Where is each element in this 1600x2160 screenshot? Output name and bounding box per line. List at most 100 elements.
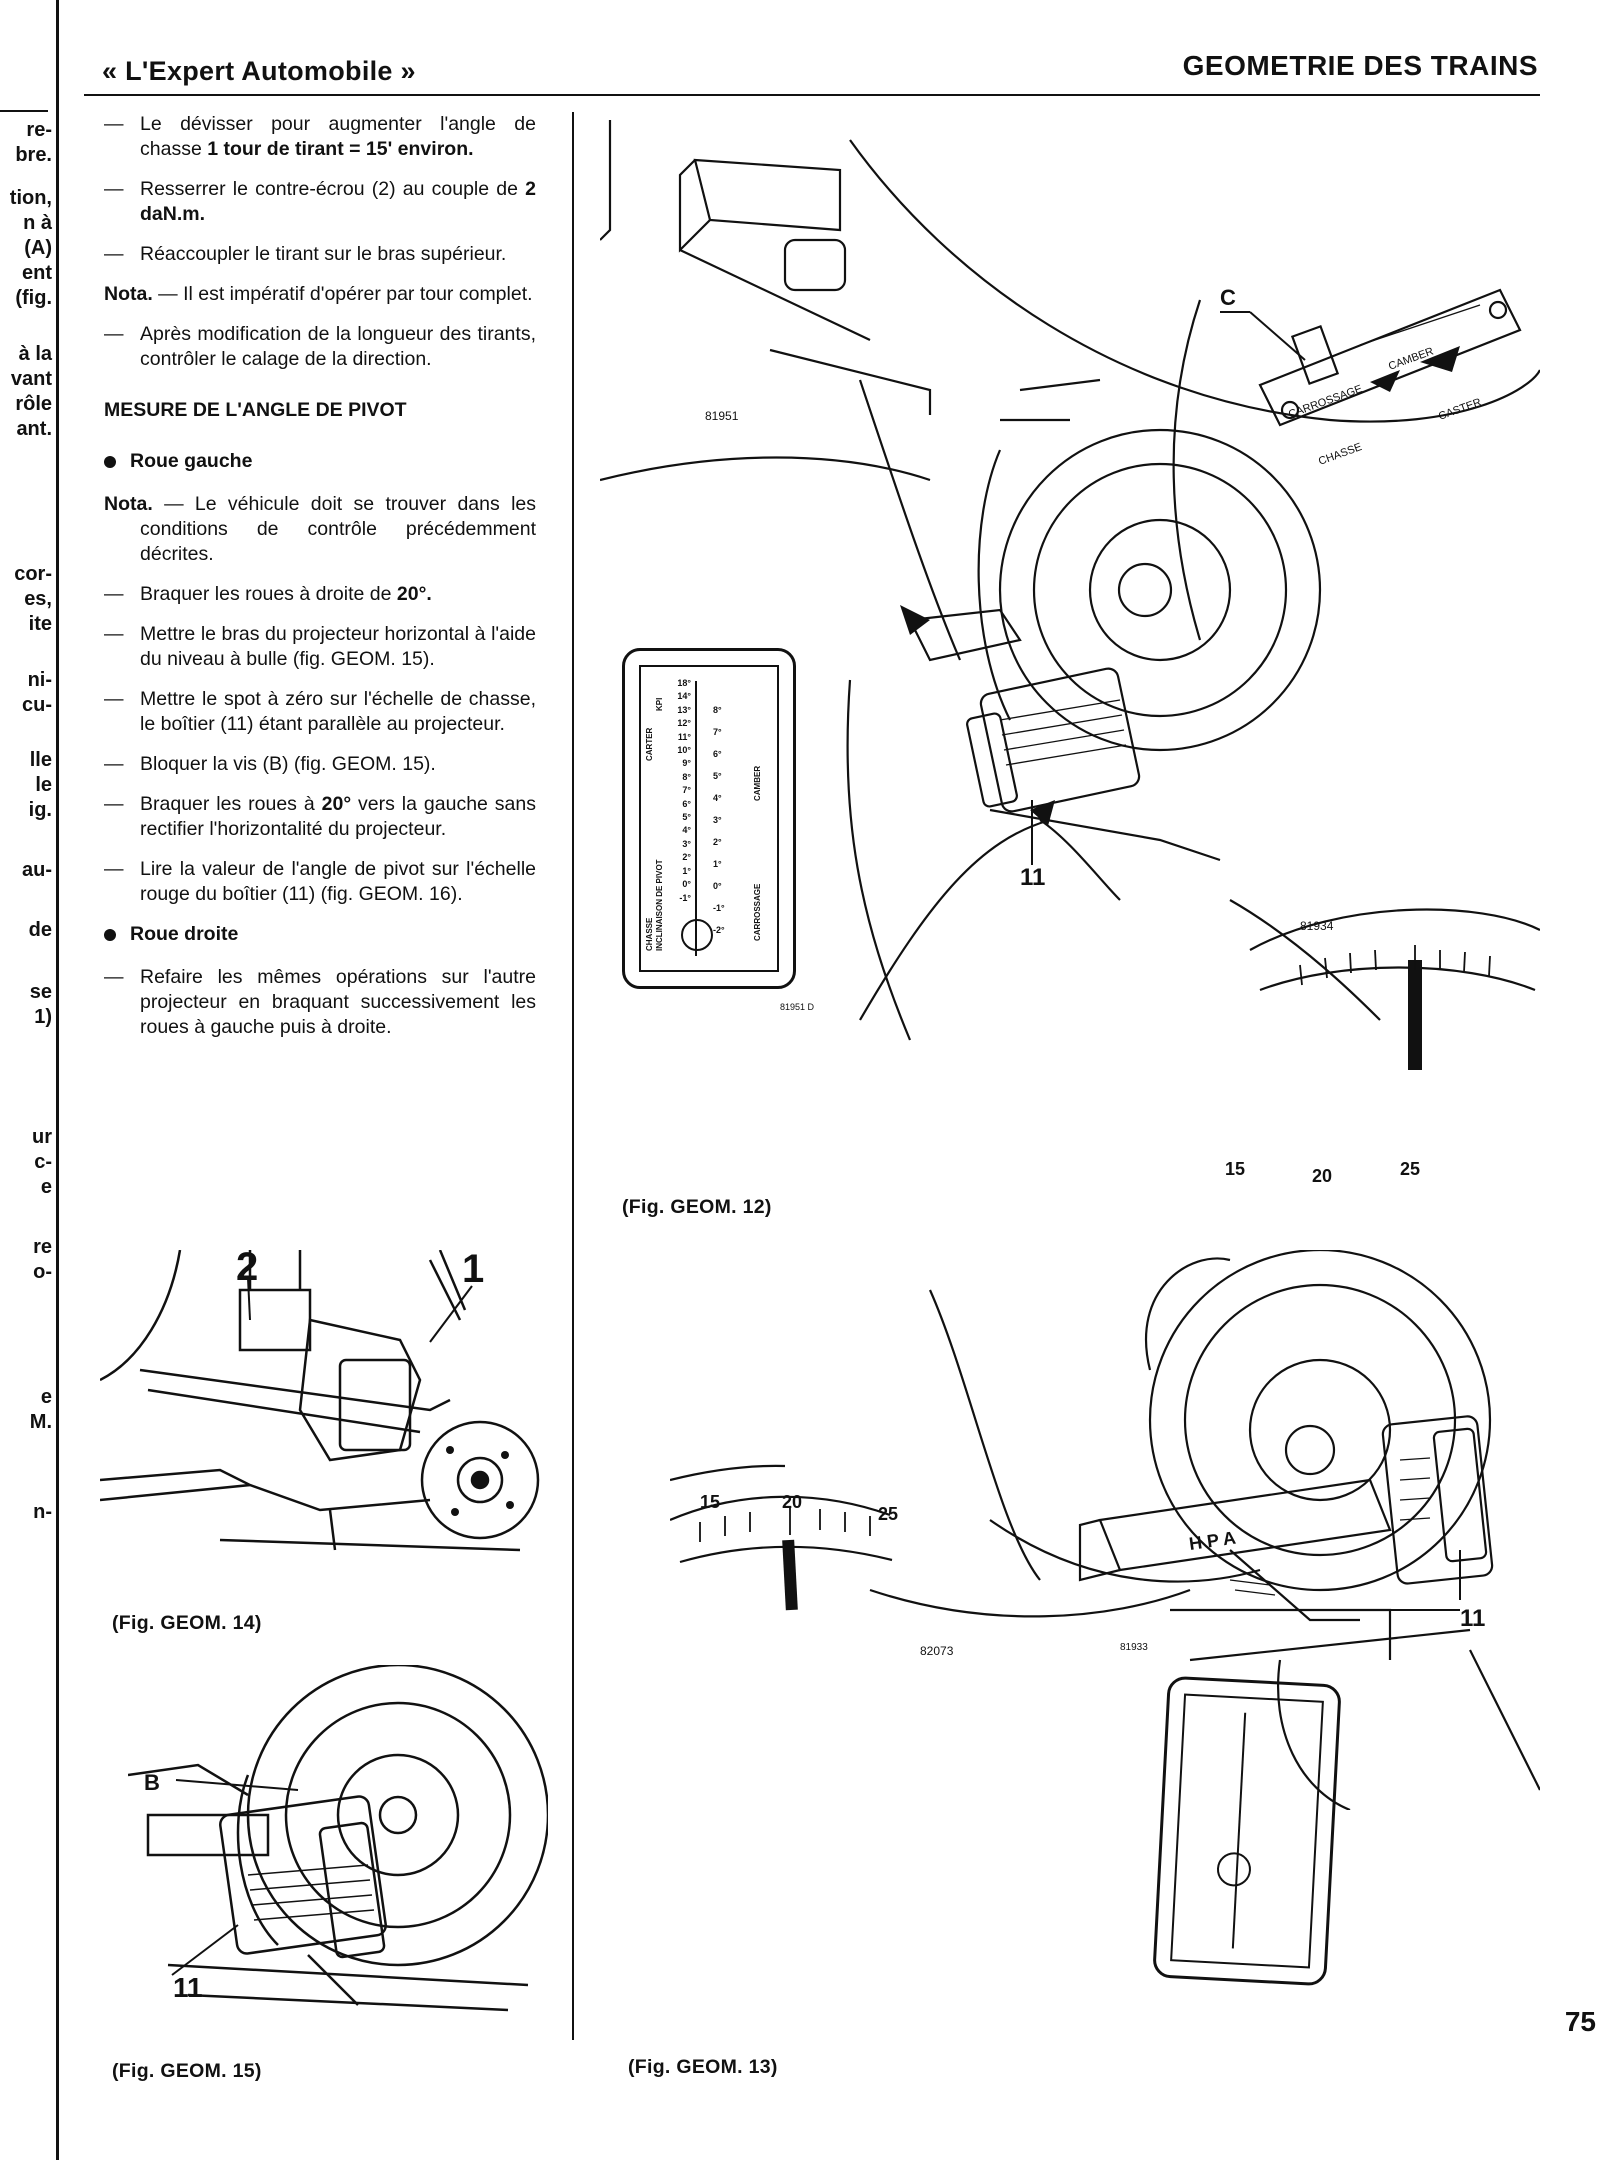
box-word: CARTER <box>645 727 654 761</box>
instruction-text: Mettre le spot à zéro sur l'échelle de c… <box>140 688 536 735</box>
scale-value: 14° <box>677 691 691 702</box>
figure-code: 81934 <box>1300 919 1334 933</box>
instruction-emphasis: 20°. <box>396 583 432 605</box>
fragment: o- <box>33 1261 52 1283</box>
dash: — <box>104 178 124 200</box>
scale-value: 13° <box>677 704 691 715</box>
instruction-text: Resserrer le contre-écrou (2) au couple … <box>140 178 526 200</box>
instruction-item: — Après modification de la longueur des … <box>104 322 536 372</box>
figure-12-drawing: C 11 81951 81934 81951 D CARROSSAGE CAMB… <box>600 120 1540 1186</box>
instruction-text: Réaccoupler le tirant sur le bras supéri… <box>140 243 507 265</box>
instruction-item: — Réaccoupler le tirant sur le bras supé… <box>104 242 536 267</box>
box-word: CHASSE <box>645 917 654 951</box>
fragment: ent <box>22 262 52 284</box>
scale-value: 0° <box>682 879 691 890</box>
dash: — <box>104 623 124 645</box>
label-11: 11 <box>1020 864 1045 891</box>
bullet-icon <box>104 928 116 941</box>
dash: — <box>104 323 124 345</box>
dash: — <box>104 858 124 880</box>
instruction-text: Bloquer la vis (B) (fig. GEOM. 15). <box>140 753 436 775</box>
scale-value: 9° <box>682 758 691 769</box>
instruction-item: — Braquer les roues à droite de 20°. <box>104 582 536 607</box>
fragment: n à <box>23 212 52 234</box>
fragment: ant. <box>16 418 52 440</box>
fragment: es, <box>24 588 52 610</box>
dash: — <box>104 243 124 265</box>
fragment: (fig. <box>15 287 52 309</box>
plate-word: CHASSE <box>1317 441 1364 468</box>
fragment: c- <box>34 1151 52 1173</box>
header-rule <box>84 94 1540 96</box>
instruction-text: Braquer les roues à droite de <box>140 583 397 605</box>
figure-12-caption: (Fig. GEOM. 12) <box>622 1196 772 1218</box>
page-number: 75 <box>1564 2006 1596 2037</box>
scale-tick: 20 <box>782 1492 802 1512</box>
nota-paragraph: Nota. — Le véhicule doit se trouver dans… <box>104 492 536 567</box>
scale-value: -2° <box>713 925 725 935</box>
instruction-text: Braquer les roues à <box>140 793 322 815</box>
scale-tick: 25 <box>1400 1159 1420 1179</box>
figure-13-caption: (Fig. GEOM. 13) <box>628 2056 778 2078</box>
level-box-13 <box>1152 1675 1342 1987</box>
scale-value: 10° <box>677 745 691 756</box>
scale-value: 4° <box>713 793 722 803</box>
scale-value: 8° <box>713 705 722 715</box>
fragment: lle <box>29 749 52 771</box>
plate-word: CAMBER <box>1387 345 1435 372</box>
scale-value: 6° <box>682 798 691 809</box>
instruction-text: Lire la valeur de l'angle de pivot sur l… <box>140 858 536 905</box>
fragment: cu- <box>22 694 52 716</box>
label-c: C <box>1220 285 1236 310</box>
scale-value: 5° <box>682 812 691 823</box>
scale-value: 1° <box>682 865 691 876</box>
scale-value: 1° <box>713 859 722 869</box>
label-b: B <box>144 1770 160 1795</box>
instruction-item: — Le dévisser pour augmenter l'angle de … <box>104 112 536 162</box>
label-1: 1 <box>462 1250 484 1291</box>
fragment: re- <box>26 119 52 141</box>
instruction-item: — Braquer les roues à 20° vers la gauche… <box>104 792 536 842</box>
plate-word: CASTER <box>1437 396 1483 423</box>
instruction-emphasis: 20° <box>321 793 352 815</box>
nota-label: Nota. <box>104 493 153 515</box>
fragment: M. <box>29 1411 52 1433</box>
fragment: ur <box>32 1126 52 1148</box>
scale-value: 5° <box>713 771 722 781</box>
fragment: re <box>33 1236 52 1258</box>
left-scale: 18° 14° 13° 12° 11° 10° 9° 8° 7° 6° 5° 4… <box>665 677 691 905</box>
instruction-item: — Resserrer le contre-écrou (2) au coupl… <box>104 177 536 227</box>
dash: — <box>104 966 124 988</box>
nota-label: Nota. <box>104 283 153 305</box>
label-2: 2 <box>236 1250 258 1289</box>
bubble-level-icon <box>681 919 713 951</box>
scale-pointer <box>1408 960 1422 1070</box>
scale-value: -1° <box>679 892 691 903</box>
box-word: CARROSSAGE <box>753 883 762 941</box>
figure-code: 81951 <box>705 409 739 423</box>
fragment: bre. <box>15 144 52 166</box>
fragment: ni- <box>27 669 52 691</box>
scale-value: 12° <box>677 718 691 729</box>
bar-text: H P A <box>1188 1528 1237 1554</box>
subheading-text: Roue gauche <box>130 450 253 472</box>
scale-value: 3° <box>713 815 722 825</box>
plate-word: CARROSSAGE <box>1287 383 1364 421</box>
figure-code: 81951 D <box>780 1002 815 1012</box>
scale-value: 18° <box>677 678 691 688</box>
box-word: INCLINAISON DE PIVOT <box>655 859 664 951</box>
text-column: — Le dévisser pour augmenter l'angle de … <box>104 112 536 1055</box>
fragment: vant <box>10 368 52 390</box>
instruction-text: Refaire les mêmes opérations sur l'autre… <box>140 966 536 1038</box>
bullet-icon <box>104 455 116 468</box>
fragment: rôle <box>15 393 52 415</box>
fragment: 1) <box>34 1006 52 1028</box>
nota-text: — Il est impératif d'opérer par tour com… <box>152 283 533 305</box>
scale-value: 7° <box>713 727 722 737</box>
scale-value: -1° <box>713 903 725 913</box>
label-11: 11 <box>173 1972 203 2003</box>
instruction-item: — Lire la valeur de l'angle de pivot sur… <box>104 857 536 907</box>
box-word: KPI <box>655 697 664 711</box>
subheading: Roue droite <box>104 922 536 947</box>
fragment: e <box>40 1176 52 1198</box>
